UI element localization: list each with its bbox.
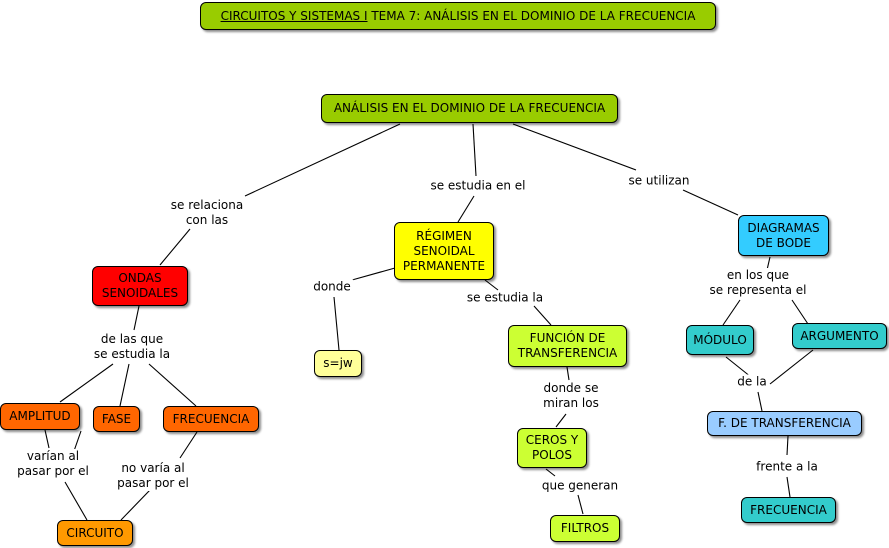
- link-se-estudia-la: se estudia la: [464, 290, 546, 306]
- concept-modulo[interactable]: MÓDULO: [686, 325, 754, 355]
- link-se-relaciona: se relaciona con las: [168, 198, 246, 228]
- concept-s-jw[interactable]: s=jw: [314, 350, 362, 377]
- concept-circuito[interactable]: CIRCUITO: [57, 520, 133, 546]
- concept-frecuencia-bode[interactable]: FRECUENCIA: [741, 497, 836, 523]
- concept-f-transferencia[interactable]: F. DE TRANSFERENCIA: [707, 411, 862, 436]
- concept-analisis-frecuencia[interactable]: ANÁLISIS EN EL DOMINIO DE LA FRECUENCIA: [321, 94, 618, 123]
- link-se-estudia-en-el: se estudia en el: [428, 178, 528, 194]
- concept-frecuencia[interactable]: FRECUENCIA: [163, 406, 259, 432]
- link-frente-a-la: frente a la: [754, 459, 820, 475]
- map-title: CIRCUITOS Y SISTEMAS I TEMA 7: ANÁLISIS …: [200, 2, 716, 30]
- link-no-varia: no varía al pasar por el: [115, 461, 191, 491]
- link-en-los-que: en los que se representa el: [707, 268, 809, 298]
- concept-funcion-transferencia[interactable]: FUNCIÓN DE TRANSFERENCIA: [508, 325, 627, 367]
- concept-filtros[interactable]: FILTROS: [550, 515, 620, 542]
- link-que-generan: que generan: [539, 478, 621, 494]
- concept-argumento[interactable]: ARGUMENTO: [792, 323, 887, 349]
- course-name: CIRCUITOS Y SISTEMAS I: [220, 8, 368, 23]
- concept-amplitud[interactable]: AMPLITUD: [0, 403, 80, 430]
- link-varian: varían al pasar por el: [15, 449, 91, 479]
- concept-ondas-senoidales[interactable]: ONDAS SENOIDALES: [92, 266, 188, 306]
- topic-title: TEMA 7: ANÁLISIS EN EL DOMINIO DE LA FRE…: [367, 8, 696, 23]
- link-de-las-que: de las que se estudia la: [91, 332, 173, 362]
- concept-diagramas-bode[interactable]: DIAGRAMAS DE BODE: [738, 215, 829, 256]
- concept-ceros-polos[interactable]: CEROS Y POLOS: [517, 428, 587, 468]
- concept-regimen-senoidal[interactable]: RÉGIMEN SENOIDAL PERMANENTE: [394, 222, 494, 280]
- link-de-la: de la: [735, 374, 769, 390]
- link-donde: donde: [311, 279, 353, 295]
- link-donde-se-miran: donde se miran los: [541, 381, 601, 411]
- concept-fase[interactable]: FASE: [93, 406, 140, 432]
- link-se-utilizan: se utilizan: [626, 173, 692, 189]
